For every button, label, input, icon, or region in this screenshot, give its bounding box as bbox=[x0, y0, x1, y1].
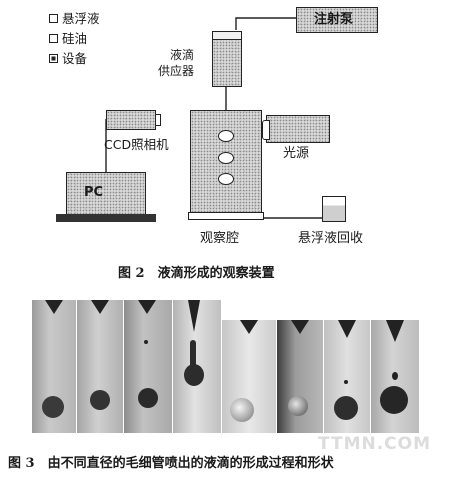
pc-monitor bbox=[66, 172, 146, 216]
ccd-camera bbox=[106, 110, 156, 130]
legend-item-suspension: 悬浮液 bbox=[49, 12, 100, 26]
watermark-text: TTMN.COM bbox=[318, 434, 432, 454]
droplet-supplier-label-line2: 供应器 bbox=[158, 64, 195, 78]
recovery-container bbox=[322, 196, 346, 222]
light-source bbox=[266, 115, 330, 143]
figure3-photo-panel-3 bbox=[124, 300, 172, 433]
legend-item-silicone-oil: 硅油 bbox=[49, 32, 87, 46]
legend-swatch-silicone-oil bbox=[49, 34, 58, 43]
observation-chamber bbox=[190, 110, 262, 220]
droplet-supplier-cap bbox=[212, 31, 242, 40]
legend-item-equipment: 设备 bbox=[49, 52, 87, 66]
pc-label: PC bbox=[84, 185, 104, 200]
legend-swatch-equipment bbox=[49, 54, 58, 63]
figure3-caption: 图 3 由不同直径的毛细管喷出的液滴的形成过程和形状 bbox=[8, 456, 334, 471]
pc-base bbox=[56, 214, 156, 222]
figure3-photo-panel-1 bbox=[32, 300, 76, 433]
legend-label: 硅油 bbox=[62, 31, 88, 46]
chamber-label: 观察腔 bbox=[200, 231, 240, 246]
figure3-photo-panel-2 bbox=[77, 300, 123, 433]
legend-swatch-suspension bbox=[49, 14, 58, 23]
legend-label: 悬浮液 bbox=[62, 11, 100, 26]
light-source-lens bbox=[262, 120, 270, 140]
syringe-pump-label: 注射泵 bbox=[314, 12, 354, 27]
syringe-pump bbox=[296, 7, 378, 33]
chamber-droplet bbox=[218, 173, 234, 185]
legend-label: 设备 bbox=[62, 51, 88, 66]
ccd-camera-label: CCD照相机 bbox=[104, 137, 169, 152]
chamber-droplet bbox=[218, 152, 234, 164]
chamber-base bbox=[188, 212, 264, 220]
recovery-label: 悬浮液回收 bbox=[298, 231, 364, 246]
figure3-photo-panel-4 bbox=[173, 300, 221, 433]
light-source-label: 光源 bbox=[283, 146, 310, 161]
figure3-photo-panel-7 bbox=[324, 320, 370, 433]
figure3-photo-panel-6 bbox=[277, 320, 323, 433]
figure2-caption: 图 2 液滴形成的观察装置 bbox=[118, 266, 275, 281]
figure3-photo-panel-5 bbox=[222, 320, 276, 433]
droplet-supplier-label-line1: 液滴 bbox=[170, 48, 195, 62]
ccd-camera-lens bbox=[155, 114, 161, 126]
figure3-photo-panel-8 bbox=[371, 320, 419, 433]
droplet-supplier bbox=[212, 31, 242, 87]
chamber-droplet bbox=[218, 130, 234, 142]
